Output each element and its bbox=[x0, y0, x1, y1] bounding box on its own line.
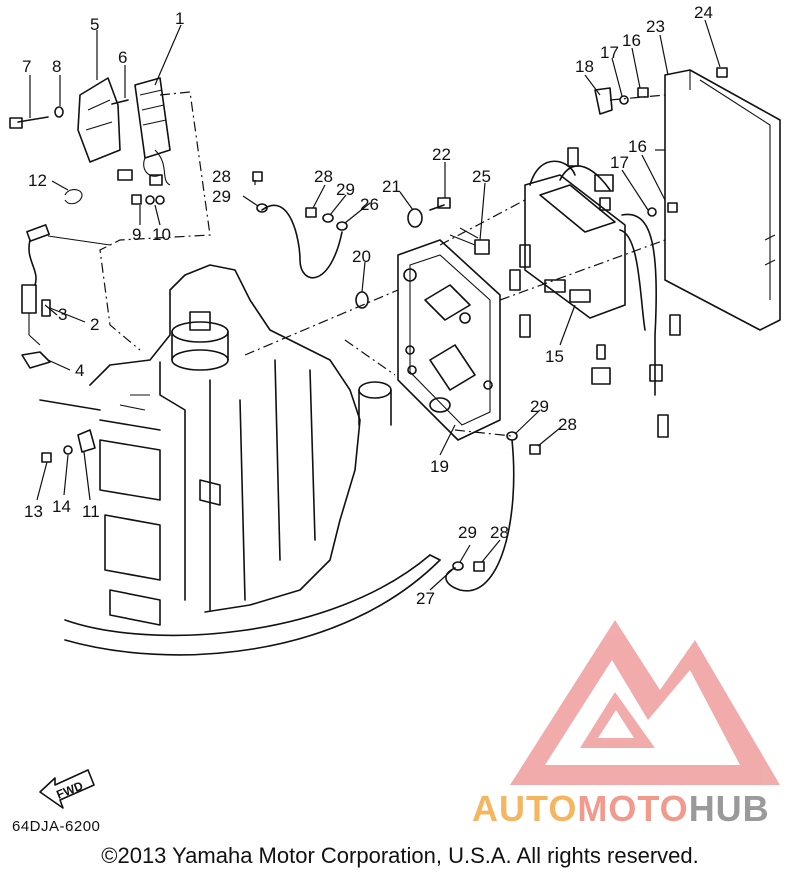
callout-29-right: 29 bbox=[530, 397, 549, 416]
callout-29-bottom: 29 bbox=[458, 523, 477, 542]
callout-10: 10 bbox=[152, 225, 171, 244]
watermark-moto: MOTO bbox=[577, 788, 689, 829]
callout-5: 5 bbox=[90, 15, 99, 34]
callout-21: 21 bbox=[382, 177, 401, 196]
cdi-unit-group bbox=[244, 67, 781, 592]
automotohub-logo bbox=[510, 620, 780, 785]
callout-15: 15 bbox=[545, 347, 564, 366]
callout-11: 11 bbox=[82, 502, 100, 521]
callout-labels: 1 2 3 4 5 6 7 8 9 10 11 12 13 14 15 16 1… bbox=[22, 3, 713, 608]
callout-24: 24 bbox=[694, 3, 713, 22]
callout-29-center: 29 bbox=[336, 180, 355, 199]
callout-22: 22 bbox=[432, 145, 451, 164]
callout-23: 23 bbox=[646, 17, 665, 36]
callout-19: 19 bbox=[430, 457, 449, 476]
watermark-auto: AUTO bbox=[472, 788, 578, 829]
callout-16-top: 16 bbox=[622, 31, 641, 50]
callout-28-center: 28 bbox=[314, 167, 333, 186]
callout-20: 20 bbox=[352, 247, 371, 266]
callout-7: 7 bbox=[22, 57, 31, 76]
fwd-arrow: FWD bbox=[39, 769, 95, 809]
callout-8: 8 bbox=[52, 57, 61, 76]
callout-17-top: 17 bbox=[600, 43, 619, 62]
ignition-coil-group bbox=[9, 77, 211, 463]
fwd-label: FWD bbox=[54, 778, 85, 801]
callout-25: 25 bbox=[472, 167, 491, 186]
callout-1: 1 bbox=[175, 9, 184, 28]
callout-16-mid: 16 bbox=[628, 137, 647, 156]
leader-lines bbox=[29, 19, 721, 591]
callout-6: 6 bbox=[118, 48, 127, 67]
callout-28-right: 28 bbox=[558, 415, 577, 434]
diagram-code: 64DJA-6200 bbox=[12, 818, 101, 835]
callout-26: 26 bbox=[360, 195, 379, 214]
callout-27: 27 bbox=[416, 589, 435, 608]
callout-17-mid: 17 bbox=[610, 153, 629, 172]
callout-12: 12 bbox=[28, 171, 47, 190]
callout-4: 4 bbox=[75, 361, 84, 380]
engine-block-drawing bbox=[39, 264, 441, 656]
callout-14: 14 bbox=[52, 497, 71, 516]
callout-29-left: 29 bbox=[212, 187, 231, 206]
callout-18: 18 bbox=[575, 57, 594, 76]
callout-3: 3 bbox=[58, 305, 67, 324]
watermark-text: AUTOMOTOHUB bbox=[472, 788, 770, 830]
callout-9: 9 bbox=[132, 225, 141, 244]
callout-2: 2 bbox=[90, 315, 99, 334]
callout-28-left: 28 bbox=[212, 167, 231, 186]
callout-28-bottom: 28 bbox=[490, 523, 509, 542]
watermark-hub: HUB bbox=[688, 788, 770, 829]
callout-13: 13 bbox=[24, 502, 43, 521]
copyright-notice: ©2013 Yamaha Motor Corporation, U.S.A. A… bbox=[101, 843, 699, 868]
